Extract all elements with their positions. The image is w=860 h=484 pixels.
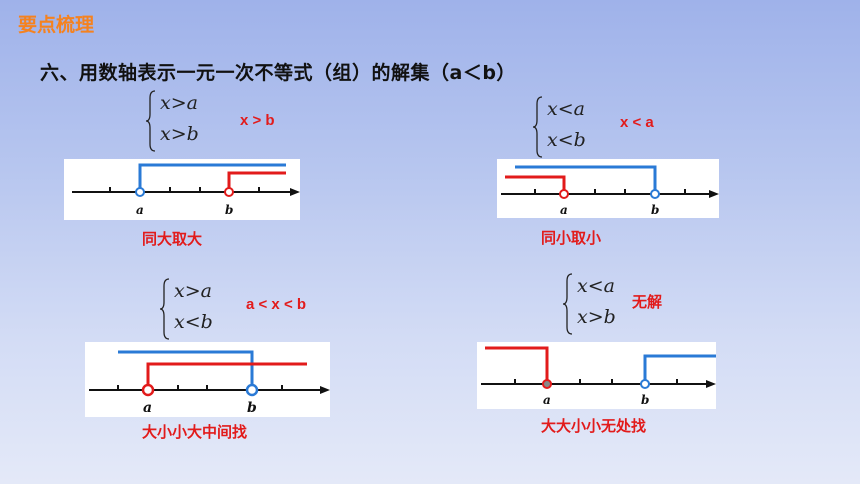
point-label-a: a [543,393,551,407]
brace-icon [160,278,170,340]
caption-3: 大小小大中间找 [142,423,248,441]
solution-4: 无解 [632,294,663,311]
inequality-2: x>b [160,123,199,145]
number-line-4: a b [477,342,716,409]
brace-icon [563,273,573,335]
inequality-system-4: x<a x>b [563,273,653,337]
inequality-1: x<a [577,275,615,297]
brace-icon [533,96,543,158]
solution-3: a < x < b [246,296,307,313]
solution-2: x < a [620,114,654,131]
number-line-2: a b [497,159,719,218]
caption-1: 同大取大 [142,230,203,248]
point-label-b: b [641,393,649,407]
section-heading: 六、用数轴表示一元一次不等式（组）的解集（a＜b） [40,62,516,84]
point-label-a: a [136,203,144,217]
point-label-a: a [560,203,568,217]
number-line-3: a b [85,342,330,417]
caption-4: 大大小小无处找 [541,417,647,435]
inequality-1: x>a [160,92,198,114]
number-line-1: a b [64,159,300,220]
inequality-system-3: x>a x<b [160,278,250,342]
inequality-system-1: x>a x>b [146,90,236,154]
point-label-a: a [143,400,152,416]
inequality-2: x<b [547,129,586,151]
point-label-b: b [651,203,659,217]
caption-2: 同小取小 [541,229,602,247]
brace-icon [146,90,156,152]
inequality-1: x<a [547,98,585,120]
header-title: 要点梳理 [18,14,95,36]
point-label-b: b [247,400,257,416]
inequality-2: x<b [174,311,213,333]
inequality-2: x>b [577,306,616,328]
point-label-b: b [225,203,233,217]
inequality-1: x>a [174,280,212,302]
solution-1: x > b [240,112,275,129]
inequality-system-2: x<a x<b [533,96,623,160]
